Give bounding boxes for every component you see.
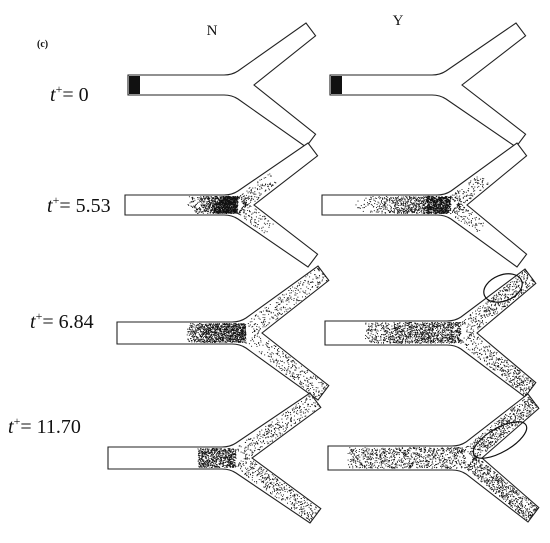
- channel-outline: [127, 22, 317, 148]
- channel-outline: [329, 22, 527, 148]
- particle-cloud: [331, 76, 342, 94]
- bifurcation-panels: [107, 22, 540, 524]
- column-header-n: N: [207, 23, 218, 39]
- panel-label: (c): [37, 39, 48, 50]
- time-label-row-3: t+= 11.70: [8, 414, 81, 438]
- particle-cloud: [197, 394, 320, 523]
- column-header-y: Y: [393, 13, 404, 29]
- highlight-ellipse-row-3: [472, 421, 528, 459]
- particle-cloud: [187, 173, 277, 234]
- channel-outline: [324, 268, 537, 398]
- panel-row-3-n: [107, 392, 322, 524]
- particle-cloud: [364, 270, 535, 396]
- particle-slug: [129, 76, 140, 94]
- time-label-row-1: t+= 5.53: [47, 193, 111, 217]
- time-label-row-0: t+= 0: [50, 82, 89, 106]
- particle-cloud: [355, 176, 489, 232]
- panel-row-2-n: [116, 265, 330, 401]
- panel-row-1-n: [124, 142, 319, 268]
- particle-cloud: [129, 76, 140, 94]
- highlight-ellipse-row-2: [483, 273, 523, 303]
- panel-row-3-y: [327, 393, 540, 523]
- particle-cloud: [347, 396, 539, 521]
- panel-row-0-n: [127, 22, 317, 148]
- time-label-row-2: t+= 6.84: [30, 309, 94, 333]
- particle-slug: [331, 76, 342, 94]
- panel-row-1-y: [321, 142, 528, 268]
- channel-outline: [116, 265, 330, 401]
- panel-row-2-y: [324, 268, 537, 398]
- particle-cloud: [186, 267, 328, 398]
- panel-row-0-y: [329, 22, 527, 148]
